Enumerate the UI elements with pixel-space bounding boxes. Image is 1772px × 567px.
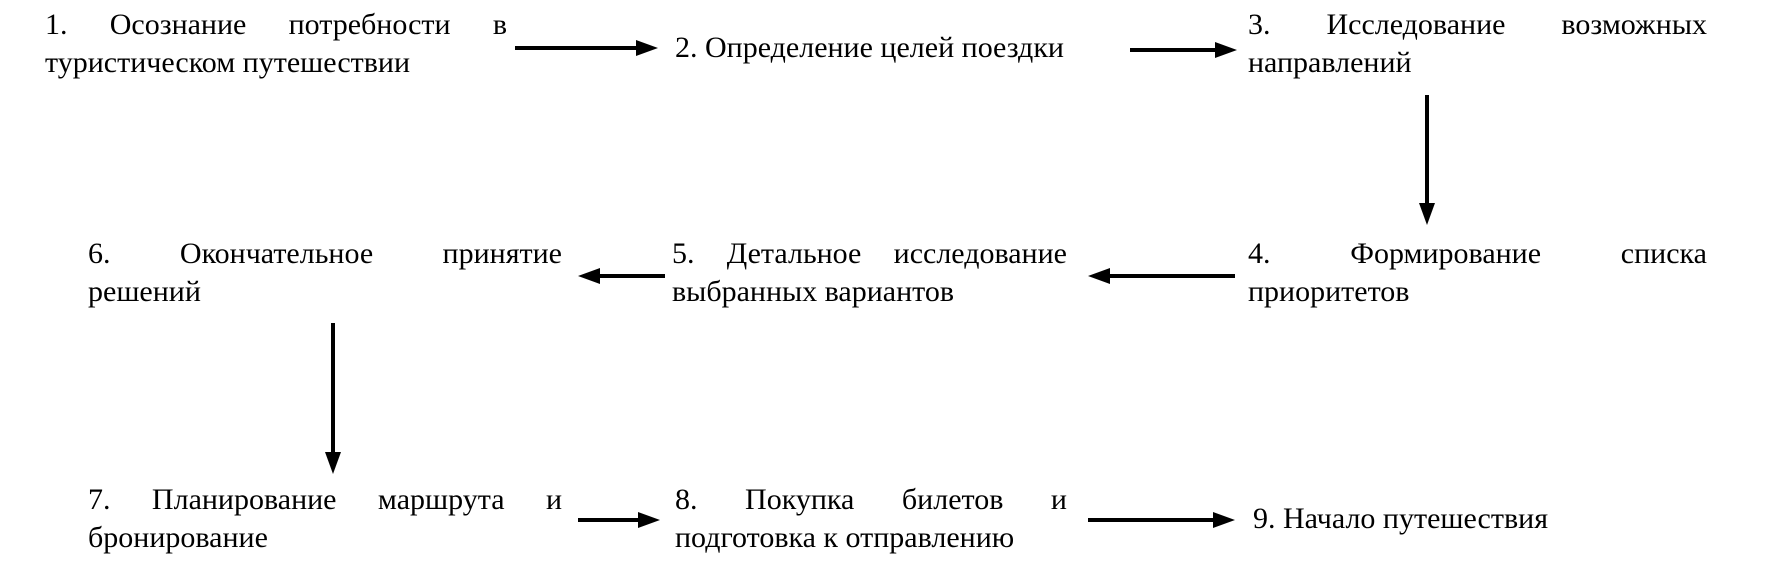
arrow-left-icon: [578, 268, 600, 284]
step-9: 9. Начало путешествия: [1253, 500, 1548, 538]
arrow-right-icon: [638, 512, 660, 528]
arrow-3-4-shaft: [1425, 95, 1429, 205]
arrow-down-icon: [1419, 203, 1435, 225]
arrow-6-7-shaft: [331, 323, 335, 454]
arrow-4-5-shaft: [1106, 274, 1235, 278]
step-3-line-2: направлений: [1248, 46, 1412, 79]
step-5-line-1: 5. Детальное исследование: [672, 237, 1067, 270]
step-3: 3. Исследование возможных направлений: [1248, 6, 1707, 82]
arrow-right-icon: [1213, 512, 1235, 528]
step-7: 7. Планирование маршрута и бронирование: [88, 481, 562, 557]
step-4: 4. Формирование списка приоритетов: [1248, 235, 1707, 311]
arrow-down-icon: [325, 452, 341, 474]
step-7-line-2: бронирование: [88, 521, 268, 554]
arrow-right-icon: [1215, 42, 1237, 58]
step-2: 2. Определение целей поездки: [675, 29, 1064, 67]
step-7-line-1: 7. Планирование маршрута и: [88, 483, 562, 516]
step-6-line-1: 6. Окончательное принятие: [88, 237, 562, 270]
step-9-line-1: 9. Начало путешествия: [1253, 502, 1549, 535]
step-1-line-2: туристическом путешествии: [45, 46, 411, 79]
step-6-line-2: решений: [88, 275, 201, 308]
step-8-line-1: 8. Покупка билетов и: [675, 483, 1067, 516]
step-1-line-1: 1. Осознание потребности в: [45, 8, 507, 41]
arrow-7-8-shaft: [578, 518, 640, 522]
step-5: 5. Детальное исследование выбранных вари…: [672, 235, 1067, 311]
arrow-2-3-shaft: [1130, 48, 1217, 52]
step-5-line-2: выбранных вариантов: [672, 275, 955, 308]
arrow-left-icon: [1088, 268, 1110, 284]
step-3-line-1: 3. Исследование возможных: [1248, 8, 1707, 41]
step-1: 1. Осознание потребности в туристическом…: [45, 6, 507, 82]
step-4-line-2: приоритетов: [1248, 275, 1410, 308]
arrow-5-6-shaft: [596, 274, 665, 278]
step-2-line-1: 2. Определение целей поездки: [675, 31, 1064, 64]
arrow-1-2-shaft: [515, 46, 640, 50]
step-8-line-2: подготовка к отправлению: [675, 521, 1015, 554]
step-6: 6. Окончательное принятие решений: [88, 235, 562, 311]
arrow-8-9-shaft: [1088, 518, 1215, 522]
step-4-line-1: 4. Формирование списка: [1248, 237, 1707, 270]
step-8: 8. Покупка билетов и подготовка к отправ…: [675, 481, 1067, 557]
arrow-right-icon: [636, 40, 658, 56]
